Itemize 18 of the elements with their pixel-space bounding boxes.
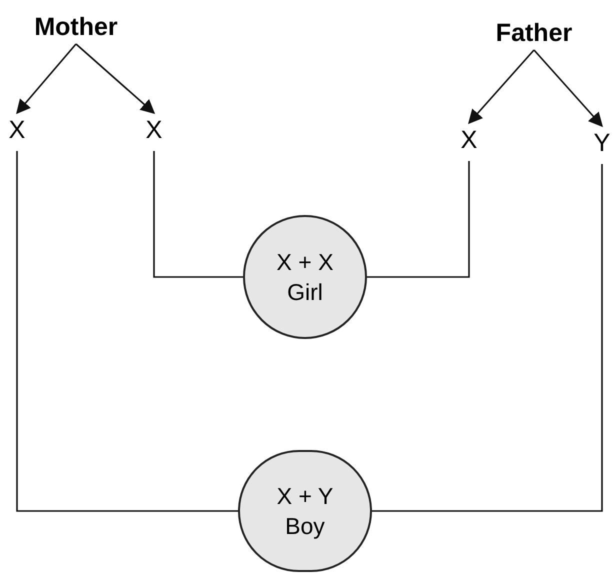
arrow: [468, 49, 535, 124]
connector-line: [16, 151, 238, 512]
parent-label: Mother: [34, 12, 118, 42]
circle-label: Girl: [287, 278, 323, 307]
connector-line: [153, 151, 243, 278]
chromosome-label: X: [460, 125, 478, 155]
chromosome-label: X: [146, 115, 162, 145]
connector-line: [372, 164, 603, 512]
chromosome-label: X: [8, 115, 26, 145]
connector-line: [367, 161, 470, 278]
arrow: [75, 43, 156, 114]
circle-label: X + X: [276, 248, 334, 277]
circle-label: X + Y: [276, 482, 334, 511]
chromosome-label: Y: [594, 128, 610, 158]
parent-label: Father: [496, 18, 572, 48]
circle-label: Boy: [285, 512, 325, 541]
arrow: [533, 49, 603, 128]
arrow: [16, 43, 77, 114]
